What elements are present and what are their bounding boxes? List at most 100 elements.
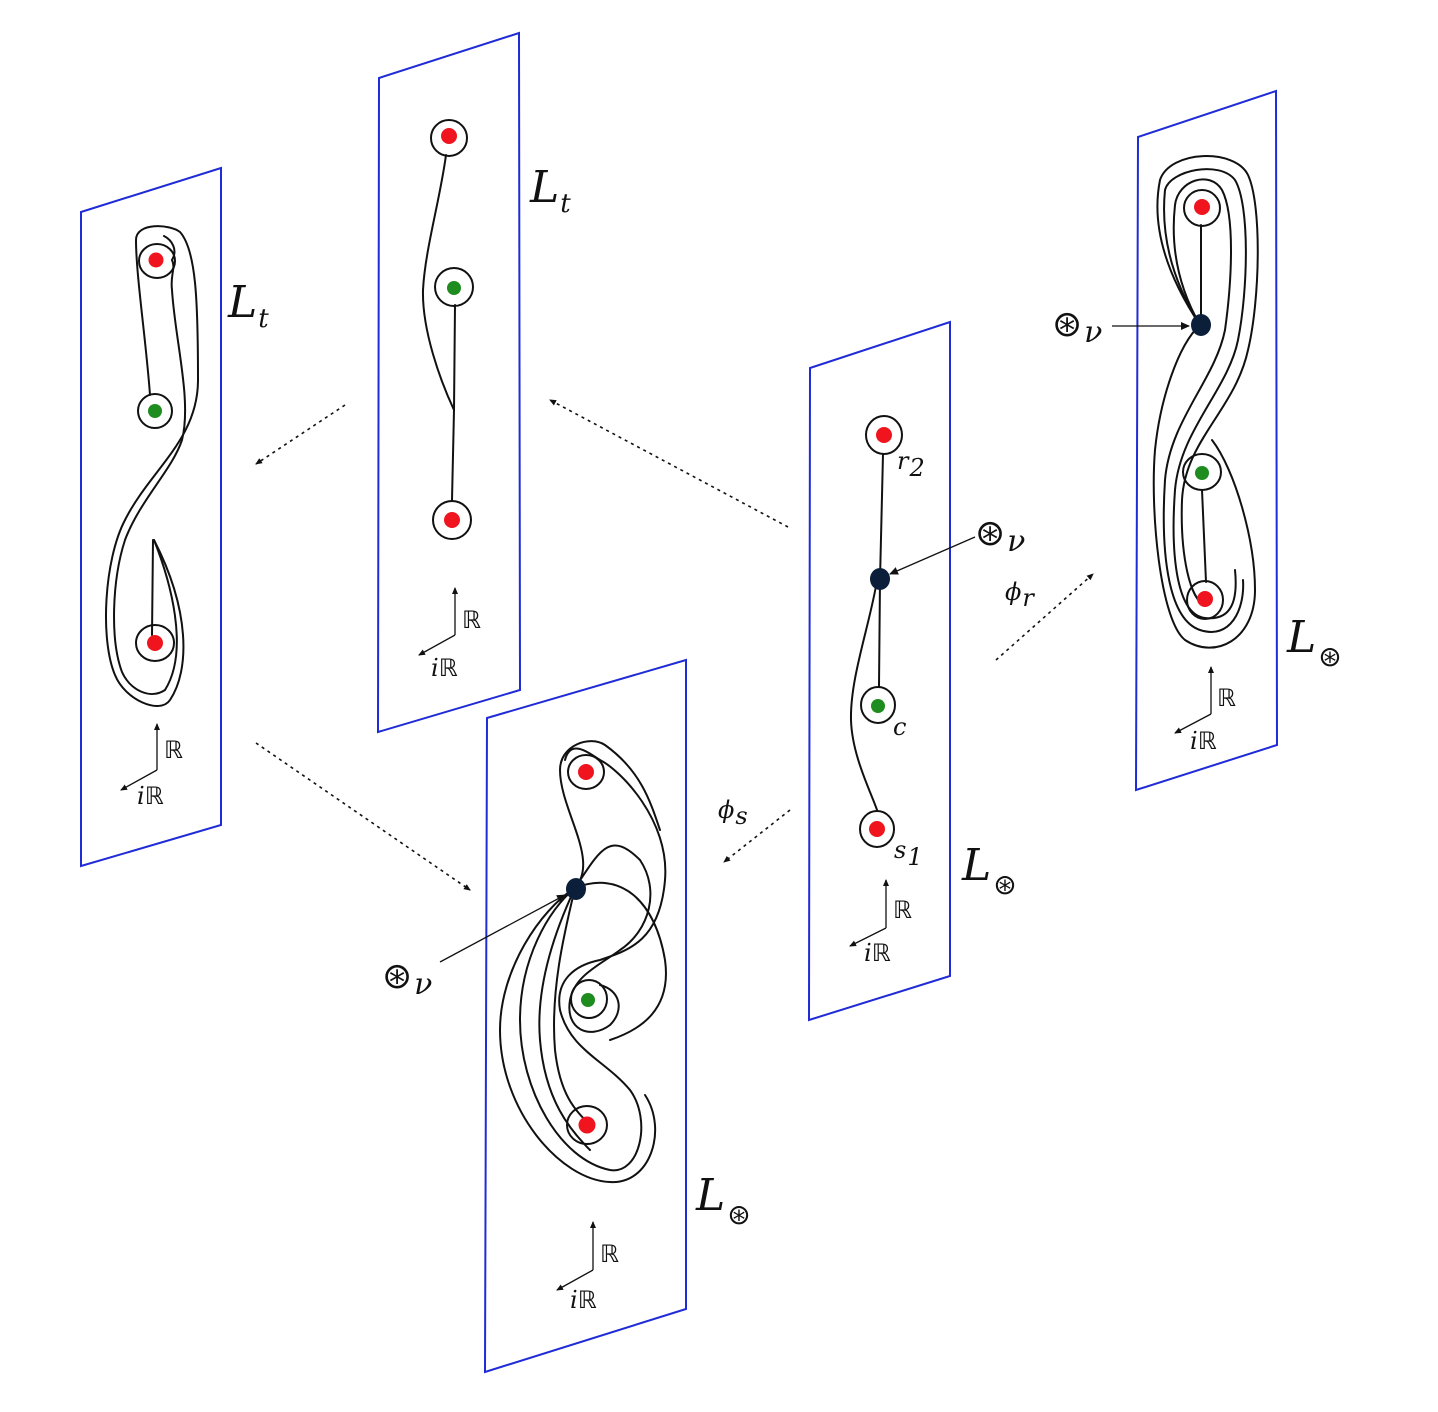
ring-red-bottom <box>1186 580 1224 620</box>
thimble-curve-outer <box>163 235 176 261</box>
axis-imag-label: iℝ <box>1190 727 1217 755</box>
ring-green <box>860 686 896 724</box>
panel-bottom-lstar: ⊛ν ℝ iℝ L⊛ <box>382 658 751 1374</box>
red-point <box>1197 591 1213 607</box>
thimble-curve <box>105 225 199 707</box>
thimble-curve <box>421 154 455 411</box>
axis-imag-label: iℝ <box>570 1286 597 1314</box>
label-s1: s1 <box>894 836 923 871</box>
ring-red-bottom <box>859 810 895 848</box>
ring-red-bottom <box>566 1105 608 1145</box>
thimble-curve <box>1156 155 1259 606</box>
axis-real-label: ℝ <box>164 736 183 764</box>
vertex-point <box>870 568 890 590</box>
panel-left-lt: ℝ iℝ Lt <box>80 166 269 868</box>
thimble-segment <box>451 409 455 501</box>
axis-real-label: ℝ <box>600 1240 619 1268</box>
thimble-curve <box>568 844 652 1033</box>
thimble-segment <box>878 579 881 687</box>
panel-right-lstar: ⊛ν ℝ iℝ L⊛ <box>1052 89 1342 792</box>
axis-real-label: ℝ <box>462 606 481 634</box>
thimble-curve <box>1152 324 1256 649</box>
ring-green <box>570 979 608 1019</box>
axis-imag-label: iℝ <box>137 782 164 810</box>
thimble-curve <box>849 585 878 811</box>
thimble-curve <box>553 887 591 1126</box>
plane-left <box>80 166 222 868</box>
thimble-curve <box>1162 178 1245 633</box>
thimble-segment <box>879 453 884 581</box>
ring-green <box>434 267 474 307</box>
green-point <box>447 281 461 295</box>
thimble-curve-inner <box>113 259 187 695</box>
ring-red-top <box>430 119 468 157</box>
axis-imag-arrow <box>418 634 456 656</box>
label-r2: r2 <box>897 447 925 482</box>
label-L-star: L⊛ <box>1286 612 1342 673</box>
ring-green <box>137 393 173 429</box>
green-point <box>1195 466 1209 480</box>
axis-imag-label: iℝ <box>864 939 891 967</box>
label-phi-r: ϕr <box>1005 578 1035 612</box>
label-L-t: Lt <box>529 162 571 219</box>
red-point <box>1194 199 1210 215</box>
arrow-center-to-top <box>549 399 789 528</box>
vertex-point <box>1191 314 1211 336</box>
ring-red-top <box>865 415 903 455</box>
plane-bottom <box>483 658 687 1374</box>
label-L-t: Lt <box>227 277 269 334</box>
axis-imag-arrow <box>1174 713 1212 734</box>
label-L-star: L⊛ <box>961 840 1017 901</box>
green-point <box>148 404 162 418</box>
ring-red-top <box>567 754 605 790</box>
axis-real-label: ℝ <box>1217 684 1236 712</box>
axis-imag-label: iℝ <box>431 654 458 682</box>
thimble-curve <box>538 887 591 1151</box>
thimble-curve <box>519 747 667 1172</box>
axis-imag-arrow <box>849 927 887 947</box>
red-point <box>869 821 885 837</box>
label-star-nu: ⊛ν <box>1052 304 1102 350</box>
label-L-star: L⊛ <box>695 1170 751 1231</box>
thimble-segment <box>1201 489 1207 583</box>
thimble-curve <box>574 881 667 1041</box>
ring-red-bottom <box>135 624 175 662</box>
label-c: c <box>893 713 906 741</box>
ring-red-bottom <box>432 500 472 540</box>
red-point <box>441 128 457 144</box>
thimble-segment <box>151 539 154 636</box>
plane-top <box>376 31 522 734</box>
label-star-nu: ⊛ν <box>975 513 1025 559</box>
red-point <box>444 512 460 528</box>
panel-center-lstar: r2 c s1 ⊛ν ℝ iℝ L⊛ <box>807 320 1025 1022</box>
arrow-top-to-left <box>255 404 346 465</box>
arrow-center-to-right <box>995 573 1094 661</box>
thimble-curve <box>499 887 657 1184</box>
ring-green <box>1182 453 1222 491</box>
ring-red-top <box>1183 189 1221 227</box>
red-point <box>876 427 892 443</box>
arrow-center-to-bottom <box>723 809 791 863</box>
axis-imag-arrow <box>120 769 158 791</box>
red-point <box>578 764 594 780</box>
thimble-segment <box>453 304 456 411</box>
nu-pointer-arrow <box>439 894 566 963</box>
thimble-curve <box>559 740 661 889</box>
red-point <box>578 1116 596 1134</box>
green-point <box>871 699 885 713</box>
label-star-nu: ⊛ν <box>382 956 432 1002</box>
label-phi-s: ϕs <box>718 796 748 830</box>
transition-arrows: ϕr ϕs <box>255 399 1094 891</box>
axis-imag-arrow <box>556 1269 594 1291</box>
vertex-point <box>566 878 586 900</box>
axis-real-label: ℝ <box>893 896 912 924</box>
red-point <box>147 635 163 651</box>
nu-pointer-arrow <box>889 536 976 575</box>
ring-red-top <box>138 243 176 279</box>
arrow-left-to-bottom <box>255 742 471 891</box>
panel-top-lt: ℝ iℝ Lt <box>376 31 571 734</box>
green-point <box>581 993 595 1007</box>
red-point <box>148 252 164 268</box>
thimble-curve <box>1163 168 1247 620</box>
